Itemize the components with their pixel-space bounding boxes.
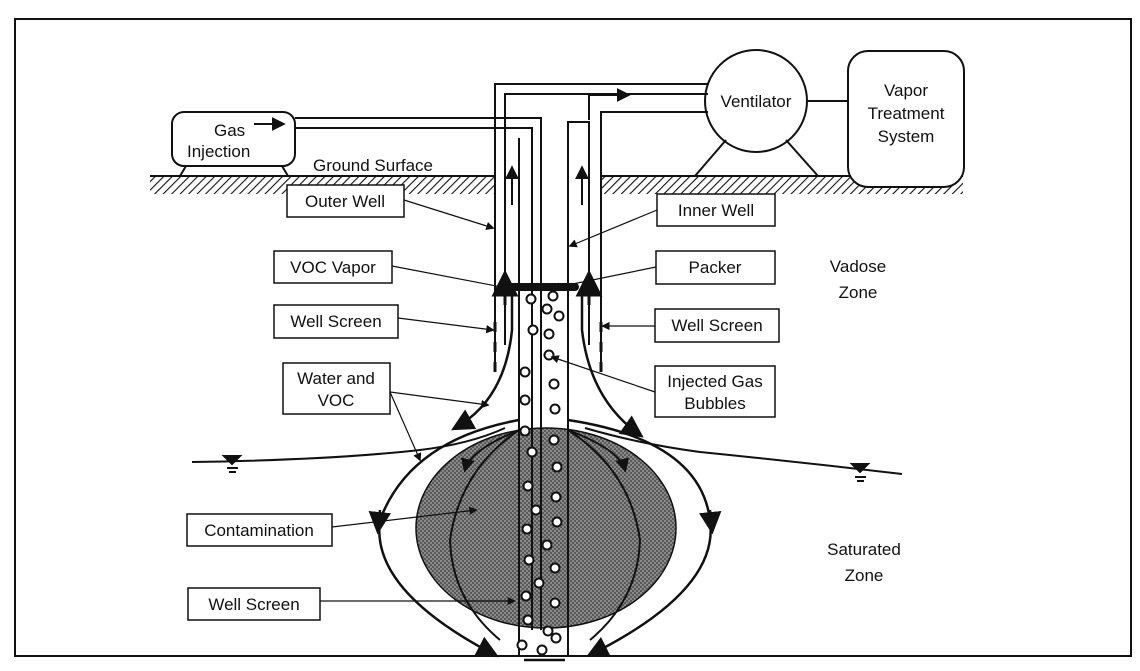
- packer-label: Packer: [689, 258, 742, 277]
- gas-bubble: [519, 394, 531, 406]
- gas-bubble: [551, 461, 563, 473]
- gas-bubble: [543, 349, 555, 361]
- well-screen-bottom-label: Well Screen: [208, 595, 299, 614]
- ventilator-label: Ventilator: [721, 92, 792, 111]
- label-boxes: [186, 184, 780, 621]
- water-table: [191, 427, 903, 482]
- vapor-treatment-system: [847, 50, 965, 188]
- injected-gas-bubbles-label: Injected Gas Bubbles: [667, 372, 762, 413]
- gas-bubble: [541, 303, 553, 315]
- vadose-zone-line-1: Vadose: [830, 257, 886, 276]
- ventilator-unit: [694, 49, 848, 177]
- vapor-flow-arrows: [491, 88, 631, 305]
- gas-bubble: [533, 577, 545, 589]
- vapor-treatment-label: Vapor Treatment System: [868, 81, 945, 146]
- gas-bubble: [547, 290, 559, 302]
- gas-bubble: [541, 539, 553, 551]
- ground-surface-band: [150, 175, 963, 194]
- gas-bubble: [525, 293, 537, 305]
- gas-bubble: [530, 504, 542, 516]
- vapor-treatment-line-3: System: [878, 127, 935, 146]
- gas-bubble: [549, 597, 561, 609]
- gas-bubble: [522, 480, 534, 492]
- saturated-zone-label: Saturated Zone: [827, 540, 901, 585]
- gas-injection-unit: [171, 111, 296, 177]
- inner-well: [518, 290, 569, 655]
- vapor-treatment-line-2: Treatment: [868, 104, 945, 123]
- inner-well-label: Inner Well: [678, 201, 754, 220]
- gas-bubble: [523, 554, 535, 566]
- ground-surface-label: Ground Surface: [313, 156, 433, 175]
- outer-well-label: Outer Well: [305, 192, 385, 211]
- injected-gas-bubbles-line-2: Bubbles: [684, 394, 745, 413]
- injected-gas-bubbles: [516, 290, 565, 656]
- saturated-zone-line-2: Zone: [845, 566, 884, 585]
- well-screen-left-label: Well Screen: [290, 312, 381, 331]
- gas-bubble: [548, 434, 560, 446]
- gas-bubble: [520, 590, 532, 602]
- injected-gas-bubbles-line-1: Injected Gas: [667, 372, 762, 391]
- gas-injection-line-1: Gas: [214, 121, 245, 140]
- gas-bubble: [521, 523, 533, 535]
- contamination-label: Contamination: [204, 521, 314, 540]
- gas-bubble: [549, 403, 561, 415]
- gas-bubble: [551, 516, 563, 528]
- circulation-flow: [368, 295, 722, 658]
- gas-bubble: [543, 328, 555, 340]
- saturated-zone-line-1: Saturated: [827, 540, 901, 559]
- gas-bubble: [519, 366, 531, 378]
- voc-vapor-label: VOC Vapor: [290, 258, 376, 277]
- gas-bubble: [522, 614, 534, 626]
- vadose-zone-line-2: Zone: [839, 283, 878, 302]
- gas-bubble: [542, 625, 554, 637]
- gas-injection-label: Gas Injection: [187, 121, 250, 161]
- well-screen-right-label: Well Screen: [671, 316, 762, 335]
- gas-bubble: [548, 378, 560, 390]
- water-and-voc-line-2: VOC: [318, 391, 355, 410]
- gas-bubble: [516, 639, 528, 651]
- gas-bubble: [550, 491, 562, 503]
- leader-lines: [320, 199, 658, 606]
- gas-bubble: [550, 632, 562, 644]
- water-and-voc-line-1: Water and: [297, 369, 375, 388]
- vadose-zone-label: Vadose Zone: [830, 257, 886, 302]
- gas-bubble: [536, 644, 548, 656]
- vapor-treatment-line-1: Vapor: [884, 81, 928, 100]
- upper-well-screens: [493, 322, 603, 372]
- diagram-frame: [14, 18, 1132, 657]
- water-and-voc-label: Water and VOC: [297, 369, 375, 410]
- gas-bubble: [549, 562, 561, 574]
- gas-bubble: [519, 425, 531, 437]
- gas-bubble: [553, 310, 565, 322]
- gas-bubble: [526, 446, 538, 458]
- gas-bubble: [527, 324, 539, 336]
- gas-injection-line-2: Injection: [187, 142, 250, 161]
